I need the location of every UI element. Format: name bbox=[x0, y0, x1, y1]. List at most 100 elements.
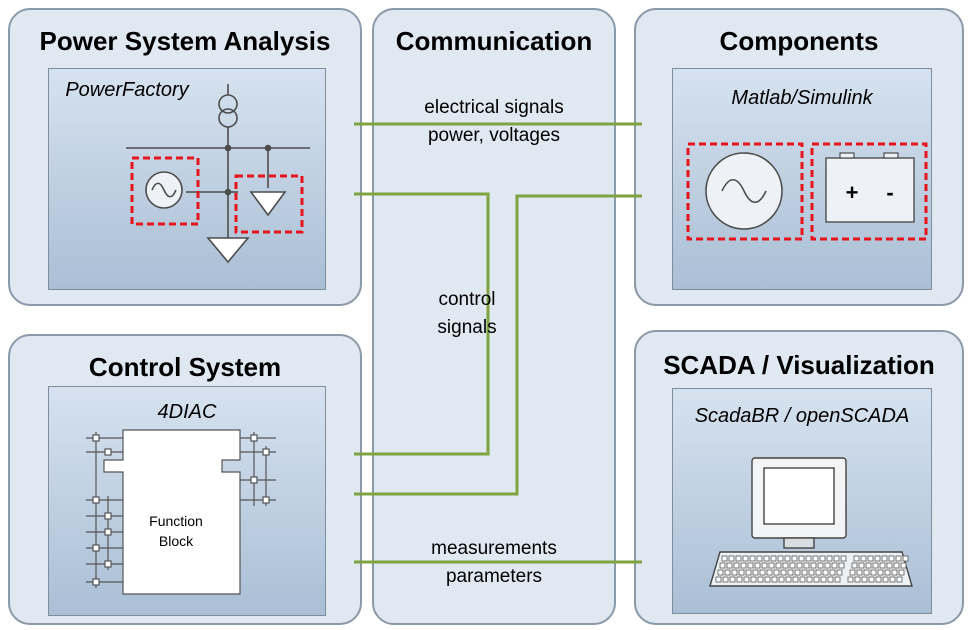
term-l1 bbox=[92, 434, 100, 442]
keyboard-key-33 bbox=[768, 562, 775, 569]
communication-title: Communication bbox=[395, 26, 593, 56]
keyboard-key-19 bbox=[860, 555, 867, 562]
transformer-coil-bottom-icon bbox=[218, 108, 238, 128]
keyboard-key-47 bbox=[872, 562, 879, 569]
keyboard-key-7 bbox=[770, 555, 777, 562]
control-signals-line2: signals bbox=[437, 317, 497, 338]
scadabr-label: ScadaBR / openSCADA bbox=[694, 405, 910, 427]
function-block-label-line1: Function bbox=[149, 513, 203, 529]
keyboard-key-80 bbox=[729, 576, 736, 583]
left-connectors bbox=[86, 432, 123, 588]
battery-minus-sign: - bbox=[886, 180, 893, 205]
control-system-title: Control System bbox=[88, 352, 282, 382]
keyboard-key-82 bbox=[743, 576, 750, 583]
keyboard-key-50 bbox=[893, 562, 900, 569]
function-block-label-line2: Block bbox=[159, 533, 194, 549]
keyboard-key-81 bbox=[736, 576, 743, 583]
node-1 bbox=[224, 144, 232, 152]
generator-sine-icon bbox=[151, 182, 177, 198]
keyboard-key-36 bbox=[789, 562, 796, 569]
keyboard-key-101 bbox=[882, 576, 889, 583]
keyboard-key-103 bbox=[896, 576, 903, 583]
highlight-simulink-generator-box bbox=[686, 142, 804, 241]
keyboard-key-34 bbox=[775, 562, 782, 569]
keyboard-key-32 bbox=[761, 562, 768, 569]
keyboard-key-62 bbox=[787, 569, 794, 576]
keyboard-key-17 bbox=[840, 555, 847, 562]
keyboard-key-9 bbox=[784, 555, 791, 562]
keyboard-key-86 bbox=[771, 576, 778, 583]
keyboard-key-88 bbox=[785, 576, 792, 583]
keyboard-key-44 bbox=[851, 562, 858, 569]
keyboard-key-70 bbox=[849, 569, 856, 576]
keyboard-key-67 bbox=[822, 569, 829, 576]
communication-panel: Communication bbox=[372, 8, 616, 625]
keyboard-key-89 bbox=[792, 576, 799, 583]
term-l5 bbox=[104, 528, 112, 536]
keyboard-key-73 bbox=[870, 569, 877, 576]
measurements-line2: parameters bbox=[445, 566, 543, 587]
control-signal-line-in bbox=[354, 192, 490, 456]
keyboard-key-25 bbox=[902, 555, 909, 562]
transformer-coil-top-icon bbox=[218, 94, 238, 114]
keyboard-key-26 bbox=[719, 562, 726, 569]
keyboard-key-31 bbox=[754, 562, 761, 569]
keyboard-key-6 bbox=[763, 555, 770, 562]
control-signals-label: control signals bbox=[372, 286, 562, 342]
simulink-components: + - bbox=[686, 142, 928, 241]
keyboard-key-60 bbox=[773, 569, 780, 576]
keyboard-key-12 bbox=[805, 555, 812, 562]
keyboard-key-48 bbox=[879, 562, 886, 569]
term-r2 bbox=[262, 448, 270, 456]
keyboard-key-43 bbox=[838, 562, 845, 569]
keyboard-key-22 bbox=[881, 555, 888, 562]
load-triangle-right-icon bbox=[249, 191, 287, 217]
keyboard-key-92 bbox=[813, 576, 820, 583]
keyboard-key-21 bbox=[874, 555, 881, 562]
simulink-label: Matlab/Simulink bbox=[731, 87, 873, 109]
keyboard-key-98 bbox=[861, 576, 868, 583]
left-terminals bbox=[92, 434, 112, 586]
keyboard-key-38 bbox=[803, 562, 810, 569]
keyboard-key-94 bbox=[827, 576, 834, 583]
keyboard-key-23 bbox=[888, 555, 895, 562]
monitor-stand bbox=[783, 537, 815, 549]
battery-terminal-right bbox=[883, 152, 899, 159]
keyboard-key-52 bbox=[717, 569, 724, 576]
keyboard-key-27 bbox=[726, 562, 733, 569]
keyboard-key-75 bbox=[884, 569, 891, 576]
simulink-sine-icon bbox=[721, 178, 767, 204]
highlight-generator-box bbox=[130, 156, 200, 226]
scada-visualization-title: SCADA / Visualization bbox=[663, 350, 935, 380]
keyboard-keys bbox=[715, 555, 909, 583]
powerfactory-label: PowerFactory bbox=[65, 79, 189, 101]
keyboard-key-16 bbox=[833, 555, 840, 562]
highlight-battery-box bbox=[810, 142, 928, 241]
keyboard-key-93 bbox=[820, 576, 827, 583]
load-triangle-bottom-icon bbox=[206, 237, 250, 264]
keyboard-key-11 bbox=[798, 555, 805, 562]
keyboard-key-45 bbox=[858, 562, 865, 569]
battery-icon bbox=[825, 157, 915, 223]
keyboard-key-83 bbox=[750, 576, 757, 583]
term-l6 bbox=[92, 544, 100, 552]
keyboard-key-39 bbox=[810, 562, 817, 569]
keyboard-key-102 bbox=[889, 576, 896, 583]
function-block-diagram bbox=[86, 429, 276, 595]
term-r1 bbox=[250, 434, 258, 442]
keyboard-key-77 bbox=[898, 569, 905, 576]
keyboard-key-96 bbox=[847, 576, 854, 583]
powerfactory-box: PowerFactory bbox=[48, 68, 326, 290]
keyboard-key-10 bbox=[791, 555, 798, 562]
keyboard-key-4 bbox=[749, 555, 756, 562]
keyboard-key-90 bbox=[799, 576, 806, 583]
battery-terminal-left bbox=[839, 152, 855, 159]
term-r3 bbox=[250, 476, 258, 484]
keyboard-key-20 bbox=[867, 555, 874, 562]
keyboard-key-2 bbox=[735, 555, 742, 562]
keyboard-key-79 bbox=[722, 576, 729, 583]
keyboard-key-78 bbox=[715, 576, 722, 583]
keyboard-key-5 bbox=[756, 555, 763, 562]
keyboard-key-14 bbox=[819, 555, 826, 562]
control-signals-line1: control bbox=[438, 289, 496, 310]
